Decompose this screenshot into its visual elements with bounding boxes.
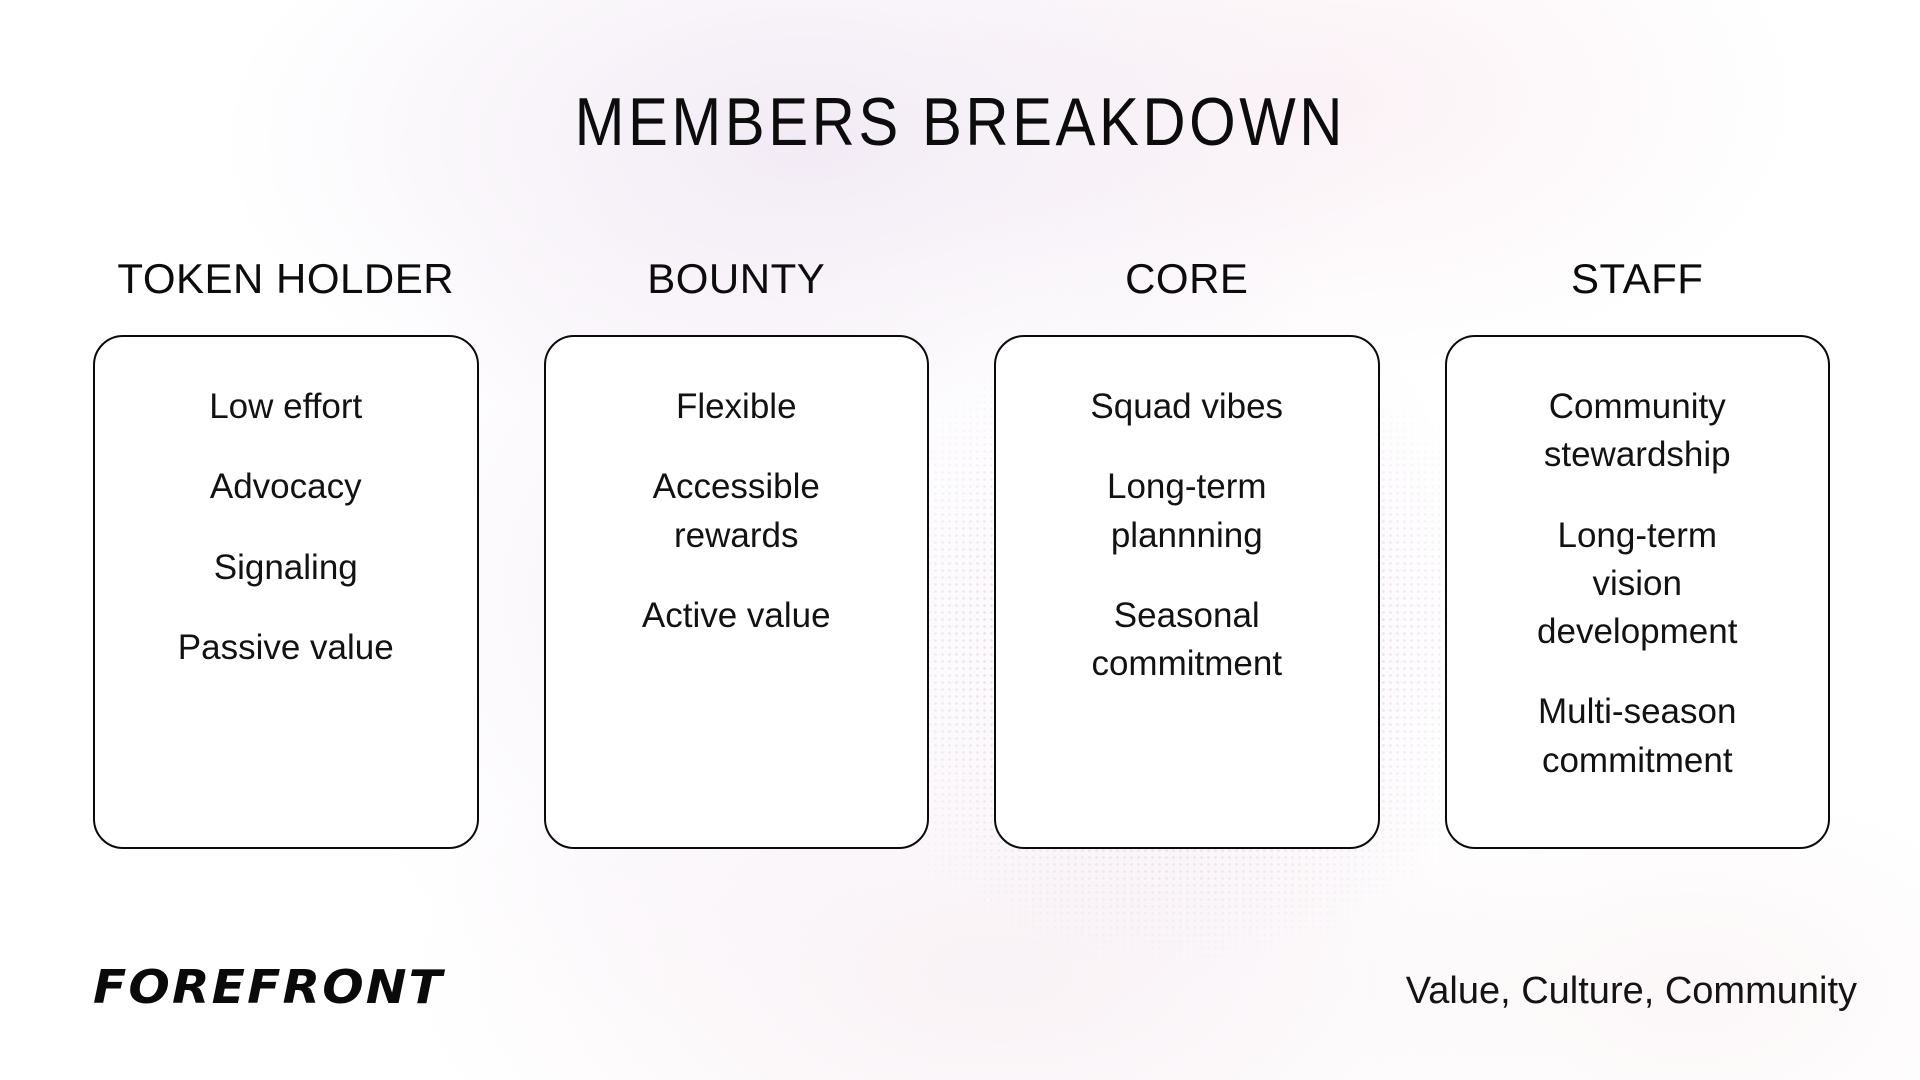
card-item: Seasonal commitment xyxy=(1091,595,1283,684)
card: Flexible Accessible rewards Active value xyxy=(543,335,929,849)
column-core: CORE Squad vibes Long-term plannning Sea… xyxy=(994,256,1380,849)
card-item: Accessible rewards xyxy=(652,467,820,555)
card-item: Active value xyxy=(641,595,831,635)
footer-tagline: Value, Culture, Community xyxy=(1405,970,1857,1012)
card-item: Passive value xyxy=(177,627,394,667)
column-header: CORE xyxy=(1125,255,1249,302)
column-header: BOUNTY xyxy=(647,255,826,302)
card-item: Community stewardship xyxy=(1543,387,1731,475)
card-item: Squad vibes xyxy=(1090,387,1284,426)
card: Squad vibes Long-term plannning Seasonal… xyxy=(994,335,1380,849)
title-area: MEMBERS BREAKDOWN xyxy=(0,0,1920,156)
card: Community stewardship Long-term vision d… xyxy=(1444,335,1830,849)
card: Low effort Advocacy Signaling Passive va… xyxy=(93,335,479,849)
card-item: Multi-season commitment xyxy=(1538,692,1737,780)
column-staff: STAFF Community stewardship Long-term vi… xyxy=(1444,255,1830,849)
footer: FOREFRONT Value, Culture, Community xyxy=(93,964,1857,1010)
card-item: Long-term plannning xyxy=(1106,467,1267,555)
page-title: MEMBERS BREAKDOWN xyxy=(574,84,1346,160)
card-item: Signaling xyxy=(213,547,358,587)
column-header: TOKEN HOLDER xyxy=(117,255,455,302)
column-header: STAFF xyxy=(1571,255,1704,302)
forefront-logo: FOREFRONT xyxy=(93,960,445,1014)
card-item: Advocacy xyxy=(209,467,362,507)
card-item: Flexible xyxy=(675,387,797,426)
card-item: Long-term vision development xyxy=(1537,515,1738,652)
column-token-holder: TOKEN HOLDER Low effort Advocacy Signali… xyxy=(93,256,479,849)
column-bounty: BOUNTY Flexible Accessible rewards Activ… xyxy=(543,255,929,849)
columns-row: TOKEN HOLDER Low effort Advocacy Signali… xyxy=(0,256,1920,849)
card-item: Low effort xyxy=(209,387,363,426)
